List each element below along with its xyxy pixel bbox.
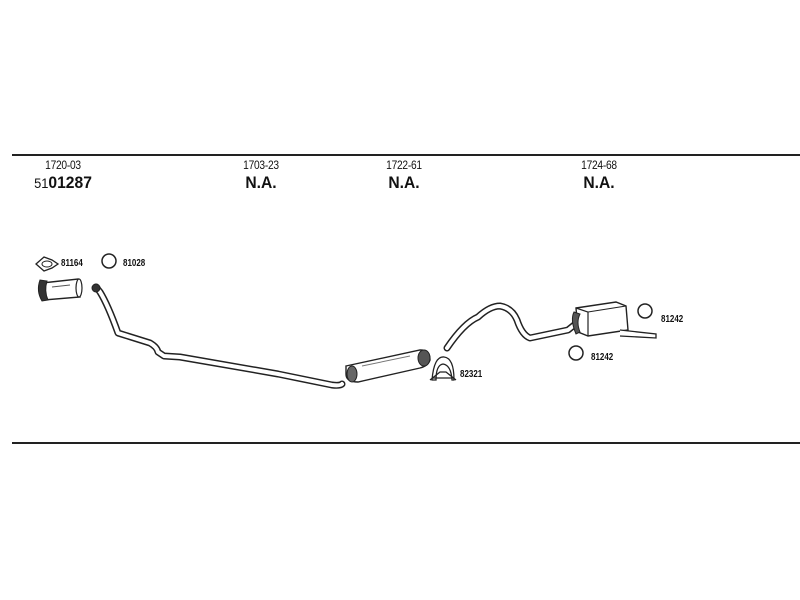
- ring-icon: [101, 253, 117, 269]
- ring-label: 81242: [591, 352, 614, 363]
- section-center-muffler: 1722-61 N.A.: [369, 158, 439, 193]
- front-pipe-shape: [37, 278, 83, 302]
- section-code: 1703-23: [243, 158, 279, 172]
- section-code: 1724-68: [581, 158, 617, 172]
- top-divider: [12, 154, 800, 156]
- clamp-label: 82321: [460, 369, 483, 380]
- ring-label: 81028: [123, 258, 146, 269]
- section-part-number: N.A.: [388, 173, 420, 192]
- section-code: 1720-03: [45, 158, 81, 172]
- section-code: 1722-61: [386, 158, 422, 172]
- section-rear-muffler: 1724-68 N.A.: [564, 158, 634, 193]
- rear-pipe-shape: [443, 302, 582, 352]
- section-middle-pipe: 1703-23 N.A.: [226, 158, 296, 193]
- center-muffler-shape: [345, 349, 431, 383]
- section-part-number: N.A.: [583, 173, 615, 192]
- ring-icon: [637, 303, 653, 319]
- rear-muffler-shape: [571, 301, 657, 339]
- gasket-icon: [35, 256, 60, 272]
- section-part-number: N.A.: [245, 173, 277, 192]
- middle-pipe-shape: [91, 283, 346, 389]
- ring-icon: [568, 345, 584, 361]
- section-front-pipe: 1720-03 5101287: [28, 158, 98, 193]
- bottom-divider: [12, 442, 800, 444]
- clamp-icon: [429, 356, 457, 381]
- gasket-label: 81164: [61, 258, 83, 269]
- section-part-number: 5101287: [34, 173, 92, 192]
- ring-label: 81242: [661, 314, 684, 325]
